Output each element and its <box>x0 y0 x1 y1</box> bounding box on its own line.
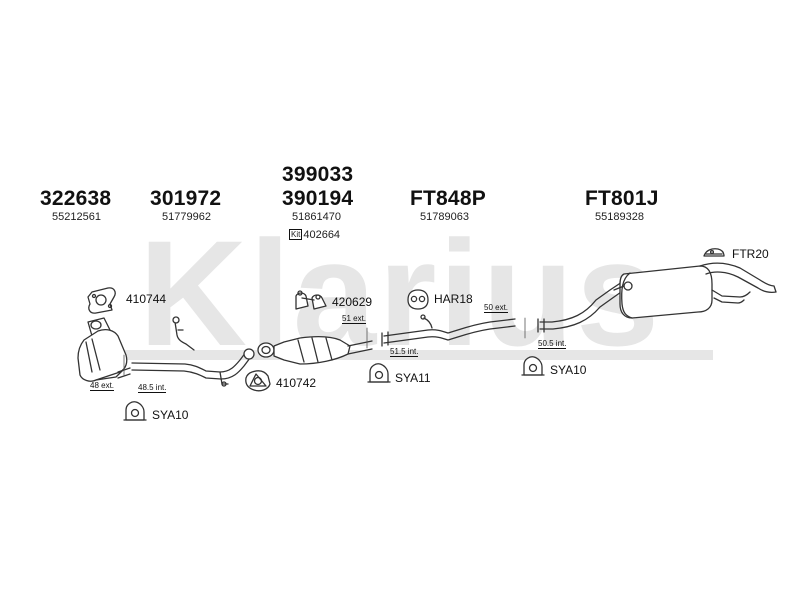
ext-label-51-5: 51.5 int. <box>390 347 419 357</box>
ext-label-48-5: 48.5 int. <box>138 383 167 393</box>
oe-number-51789063: 51789063 <box>420 211 469 223</box>
kit-number-value: 402664 <box>303 229 341 241</box>
hanger-ftr20-drawing <box>703 248 725 257</box>
ext-label-48: 48 ext. <box>90 381 115 391</box>
clamp-sya10-right-drawing <box>521 356 545 376</box>
part-number-ft801j: FT801J <box>585 187 659 210</box>
intermediate-pipe-drawing <box>381 314 516 347</box>
gasket-410742-drawing <box>245 370 271 392</box>
ext-label-50: 50 ext. <box>484 303 509 313</box>
hanger-har18-drawing <box>407 289 429 310</box>
oe-number-55212561: 55212561 <box>52 211 101 223</box>
gasket-410744-drawing <box>87 287 116 314</box>
kit-badge: Kit <box>289 229 303 240</box>
clamp-420629-drawing <box>295 290 327 310</box>
dimension-guides <box>123 317 526 376</box>
front-catalyst-drawing <box>77 317 131 382</box>
fitting-label-420629: 420629 <box>332 295 373 309</box>
ext-label-51: 51 ext. <box>342 314 367 324</box>
front-pipe-drawing <box>131 316 255 387</box>
watermark-text: Klarius <box>139 209 662 377</box>
part-number-322638: 322638 <box>40 187 112 210</box>
fitting-label-ftr20: FTR20 <box>732 247 769 261</box>
oe-number-51779962: 51779962 <box>162 211 211 223</box>
fitting-label-sya10-left: SYA10 <box>152 408 189 422</box>
fitting-label-sya10-right: SYA10 <box>550 363 587 377</box>
part-number-301972: 301972 <box>150 187 222 210</box>
oe-number-55189328: 55189328 <box>595 211 644 223</box>
fitting-label-410744: 410744 <box>126 292 167 306</box>
part-number-ft848p: FT848P <box>410 187 486 210</box>
part-number-399033: 399033 <box>282 163 354 186</box>
fitting-label-har18: HAR18 <box>434 292 473 306</box>
clamp-sya11-drawing <box>367 363 391 383</box>
watermark-underline <box>105 350 713 360</box>
part-number-390194: 390194 <box>282 187 354 210</box>
fitting-label-sya11: SYA11 <box>395 371 431 385</box>
fitting-label-410742: 410742 <box>276 376 317 390</box>
middle-catalyst-drawing <box>257 336 373 365</box>
oe-number-51861470: 51861470 <box>292 211 341 223</box>
rear-silencer-drawing <box>537 262 777 333</box>
ext-label-50-5: 50.5 int. <box>538 339 567 349</box>
clamp-sya10-left-drawing <box>123 401 147 421</box>
